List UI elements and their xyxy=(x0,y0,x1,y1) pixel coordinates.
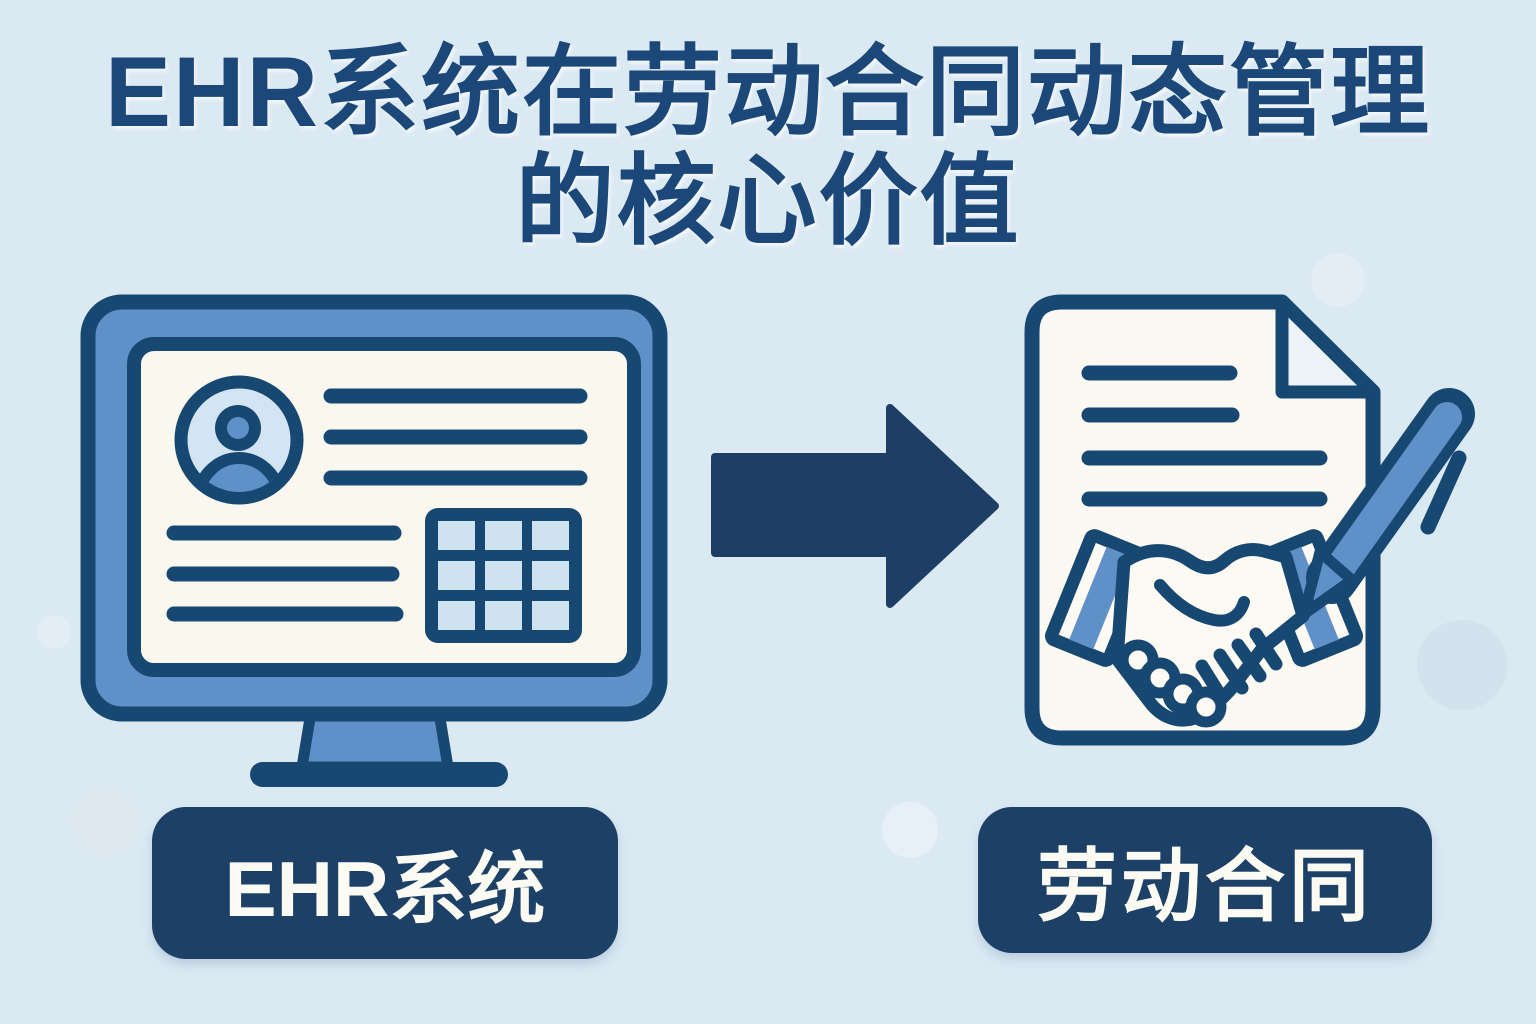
handshake-thumb xyxy=(1154,579,1250,627)
ehr-system-label: EHR系统 xyxy=(152,807,618,959)
ehr-system-label-text: EHR系统 xyxy=(224,845,546,933)
labor-contract-label-text: 劳动合同 xyxy=(1037,842,1373,931)
monitor-stand-base xyxy=(250,762,508,787)
handshake-knuckles xyxy=(1117,639,1227,728)
labor-contract-label: 劳动合同 xyxy=(978,807,1432,953)
arrow-right-icon xyxy=(711,404,999,608)
document-text-lines xyxy=(1081,365,1328,507)
monitor-hr-profile-icon xyxy=(80,294,668,787)
pen-nib xyxy=(1298,546,1358,620)
document-fold-corner xyxy=(1275,295,1380,399)
page-title-line1: EHR系统在劳动合同动态管理 xyxy=(104,36,1432,147)
decor-circles xyxy=(37,253,1507,858)
handshake-icon xyxy=(1044,529,1364,728)
page-title: EHR系统在劳动合同动态管理 的核心价值 xyxy=(0,36,1536,256)
page-title-line2: 的核心价值 xyxy=(515,144,1021,256)
pen-icon xyxy=(1298,388,1475,620)
pen-tip xyxy=(1304,598,1320,614)
profile-text-lines-lower xyxy=(166,525,404,622)
contract-document-icon xyxy=(1024,294,1475,746)
data-grid-icon xyxy=(425,508,582,643)
handshake-fingers xyxy=(1195,627,1283,705)
profile-text-lines xyxy=(323,388,588,486)
user-avatar-icon xyxy=(174,375,304,505)
pen-clip xyxy=(1420,450,1467,535)
